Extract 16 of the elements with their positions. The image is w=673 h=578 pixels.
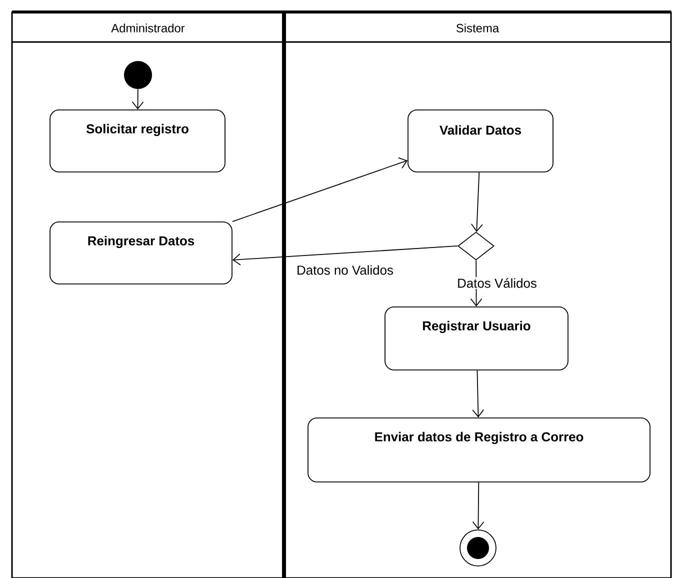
arrow	[232, 246, 458, 266]
arrow	[232, 157, 408, 222]
decision-diamond	[458, 232, 494, 260]
final-node	[460, 530, 496, 566]
action-box: Registrar Usuario	[384, 306, 568, 370]
arrow	[472, 482, 484, 530]
action-box: Enviar datos de Registro a Correo	[308, 418, 650, 482]
initial-node	[124, 61, 152, 89]
action-box: Solicitar registro	[50, 110, 226, 172]
arrow	[472, 370, 484, 418]
action-box: Validar Datos	[408, 110, 554, 172]
edge-label: Datos no Validos	[296, 264, 394, 276]
arrow	[471, 172, 483, 232]
arrow	[132, 88, 144, 110]
action-box: Reingresar Datos	[50, 222, 232, 284]
edge-label: Datos Válidos	[456, 277, 538, 289]
